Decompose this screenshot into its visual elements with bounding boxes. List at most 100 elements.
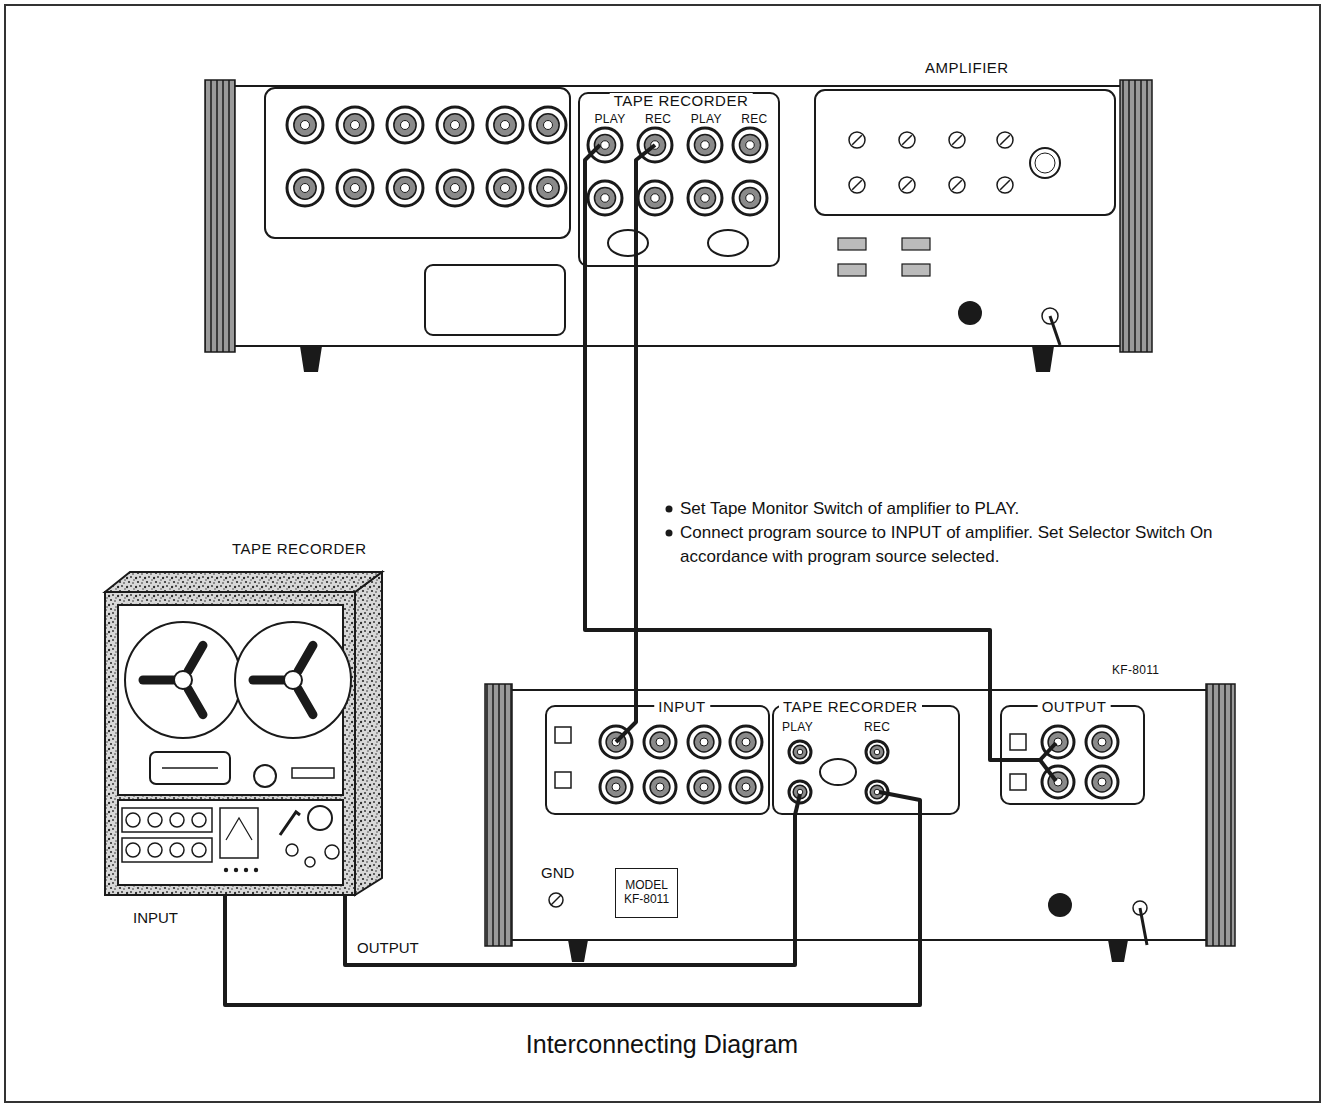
push-button xyxy=(838,264,866,276)
port-label: INPUT xyxy=(133,909,178,927)
plug-lead xyxy=(585,145,600,267)
knob xyxy=(899,132,915,148)
jack xyxy=(688,181,722,215)
jack xyxy=(1086,766,1118,798)
indicator-square xyxy=(1010,734,1026,750)
reel-spoke xyxy=(188,689,203,715)
jack xyxy=(688,726,720,758)
control-knob xyxy=(148,813,162,827)
jack xyxy=(600,771,632,803)
jack xyxy=(746,194,755,203)
knob xyxy=(952,135,962,145)
jack xyxy=(650,777,670,797)
plug-lead xyxy=(1000,743,1056,760)
jack xyxy=(594,187,615,208)
control-panel xyxy=(122,808,212,832)
jack xyxy=(730,726,762,758)
jack xyxy=(1092,732,1112,752)
side-rail xyxy=(1120,80,1152,352)
foot xyxy=(1032,346,1054,372)
level-meter xyxy=(220,808,258,858)
knob xyxy=(1048,893,1072,917)
jack xyxy=(401,121,410,130)
jack xyxy=(733,128,767,162)
ground-screw xyxy=(551,895,561,905)
knob xyxy=(997,177,1013,193)
jack xyxy=(1098,738,1106,746)
jack xyxy=(688,128,722,162)
jack xyxy=(793,745,807,759)
knob xyxy=(852,180,862,190)
indicator-dot xyxy=(234,868,238,872)
jack xyxy=(730,771,762,803)
unit-body xyxy=(500,690,1220,940)
jack xyxy=(866,741,888,763)
side-rail xyxy=(485,684,512,946)
din-socket xyxy=(608,230,648,256)
jack xyxy=(344,114,366,136)
jack-label: PLAY REC PLAY REC xyxy=(595,113,768,126)
plug-lead xyxy=(1040,760,1056,781)
jack xyxy=(537,114,559,136)
jack-panel: TAPE RECORDERPLAY REC PLAY REC xyxy=(578,92,780,267)
control-knob xyxy=(308,806,332,830)
level-meter xyxy=(226,818,252,840)
control-knob xyxy=(305,857,315,867)
figure-frame xyxy=(5,5,1320,1102)
jack xyxy=(487,107,523,143)
counter xyxy=(292,768,334,778)
side-rail xyxy=(1206,684,1235,946)
jack xyxy=(874,749,880,755)
jack xyxy=(487,170,523,206)
jack xyxy=(656,783,664,791)
jack xyxy=(700,738,708,746)
jack xyxy=(294,114,316,136)
display-window xyxy=(425,265,565,335)
power-switch xyxy=(1050,316,1060,345)
jack xyxy=(287,107,323,143)
push-button xyxy=(902,264,930,276)
input-panel xyxy=(265,88,570,238)
jack xyxy=(688,771,720,803)
pinch-roller xyxy=(254,765,276,787)
push-button xyxy=(902,238,930,250)
device-label: INPUT xyxy=(654,699,710,716)
jack xyxy=(494,177,516,199)
jack xyxy=(544,184,553,193)
knob xyxy=(899,177,915,193)
jack xyxy=(694,777,714,797)
jack xyxy=(444,177,466,199)
control-knob xyxy=(126,843,140,857)
knob xyxy=(958,301,982,325)
reel-hub xyxy=(284,671,302,689)
device: TAPE RECORDER xyxy=(105,538,385,895)
reel-spoke xyxy=(143,676,173,685)
jack xyxy=(451,184,460,193)
jack-panel: TAPE RECORDERPLAYREC xyxy=(772,705,960,815)
jack xyxy=(638,181,672,215)
jack xyxy=(537,177,559,199)
volume-knob xyxy=(1030,148,1060,178)
knob xyxy=(852,135,862,145)
control-knob xyxy=(126,813,140,827)
bullet xyxy=(666,530,673,537)
jack xyxy=(650,732,670,752)
plug-lead xyxy=(795,794,800,815)
knob xyxy=(1000,135,1010,145)
control-knob xyxy=(325,845,339,859)
din-socket xyxy=(708,230,748,256)
jack xyxy=(287,170,323,206)
indicator-square xyxy=(555,727,571,743)
foot xyxy=(300,346,322,372)
jack xyxy=(494,114,516,136)
foot xyxy=(568,940,588,962)
jack xyxy=(701,194,710,203)
jack xyxy=(1086,726,1118,758)
jack xyxy=(351,184,360,193)
jack xyxy=(606,777,626,797)
knob xyxy=(952,180,962,190)
plug-lead xyxy=(879,792,920,815)
jack xyxy=(501,184,510,193)
recorder-side xyxy=(355,572,382,895)
